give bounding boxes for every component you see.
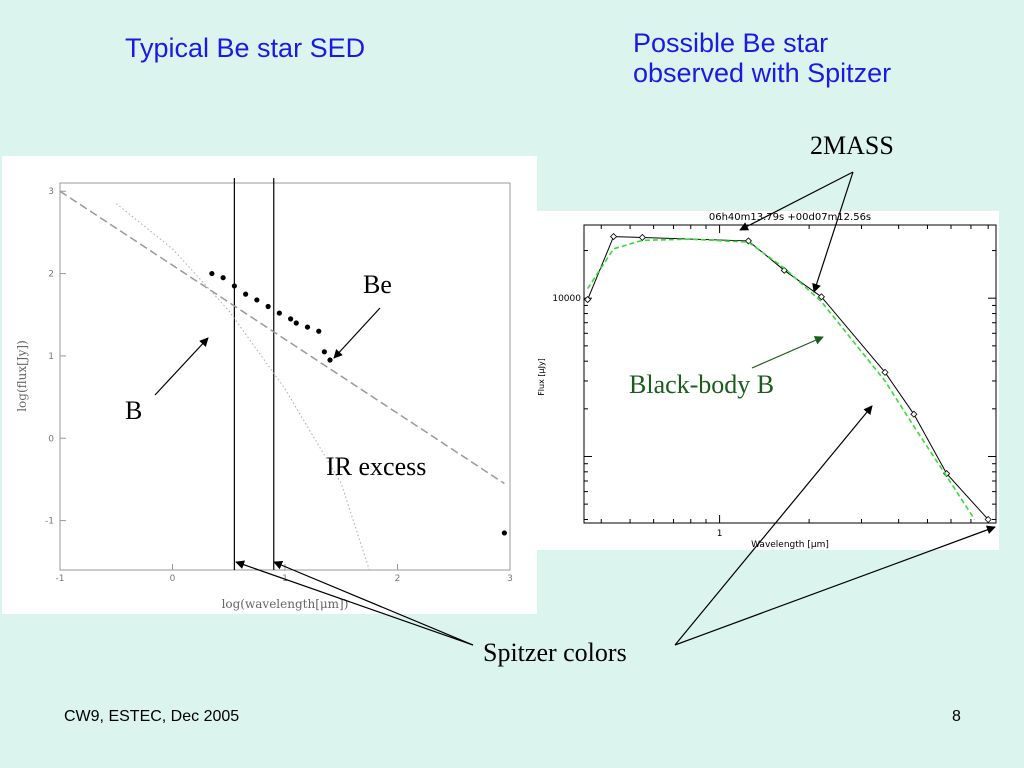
arrow-be xyxy=(333,307,381,359)
chart2-data-point xyxy=(609,233,618,241)
slide-title-right-line2: observed with Spitzer xyxy=(633,58,892,88)
chart2-ylabel: Flux [μJy] xyxy=(537,358,546,396)
chart1-ytick-label: -1 xyxy=(45,517,54,527)
chart2-title: 06h40m13.79s +00d07m12.56s xyxy=(709,212,871,223)
chart1-ytick-label: 1 xyxy=(48,352,54,362)
slide-title-right-line1: Possible Be star xyxy=(633,28,829,58)
chart2-data-point xyxy=(881,368,889,376)
chart1-background xyxy=(2,156,537,614)
chart1-data-point xyxy=(327,357,333,363)
label-b: B xyxy=(125,396,143,425)
label-black-body: Black-body B xyxy=(629,370,775,399)
chart1-ytick-label: 0 xyxy=(48,434,54,444)
chart2-data-point xyxy=(638,233,646,242)
chart2-data-point xyxy=(984,515,992,524)
typical-be-sed-chart: -101233210-1 log(wavelength[μm]) log(flu… xyxy=(2,156,537,614)
chart1-data-point xyxy=(321,349,327,355)
chart2-ytick-label: 10000 xyxy=(552,294,581,304)
chart2-xlabel: Wavelength [μm] xyxy=(751,540,829,550)
chart1-ytick-label: 2 xyxy=(48,270,54,280)
slide-title-right: Possible Be star observed with Spitzer xyxy=(633,28,891,88)
chart1-data-point xyxy=(501,530,507,536)
annotation-arrows xyxy=(154,171,996,646)
chart1-data-point xyxy=(265,303,271,310)
chart1-data-point xyxy=(316,328,322,334)
chart2-data-point xyxy=(910,410,918,418)
label-be: Be xyxy=(363,270,392,299)
chart1-data-point xyxy=(293,320,299,326)
chart2-data-point xyxy=(584,296,592,304)
chart1-data-point xyxy=(220,275,226,281)
chart2-background xyxy=(537,211,999,550)
chart1-data-point xyxy=(243,291,249,297)
chart1-data-point xyxy=(304,324,311,330)
label-2mass: 2MASS xyxy=(810,131,894,160)
footer-page-number: 8 xyxy=(952,708,961,725)
footer-left: CW9, ESTEC, Dec 2005 xyxy=(64,708,240,725)
chart1-data-point xyxy=(276,310,282,316)
chart1-xtick-label: 2 xyxy=(395,574,401,584)
arrow-2mass-1 xyxy=(739,171,854,231)
chart1-xtick-label: -1 xyxy=(56,574,65,584)
slide-title-left: Typical Be star SED xyxy=(125,33,366,63)
chart1-ytick-label: 3 xyxy=(48,187,54,197)
chart1-data-point xyxy=(288,316,294,322)
chart2-data-point xyxy=(817,293,825,301)
chart2-frame xyxy=(583,224,997,524)
chart1-data-point xyxy=(209,270,215,277)
chart1-data-point xyxy=(254,297,260,303)
chart1-data-point xyxy=(231,283,237,289)
arrow-spitzer-3 xyxy=(235,560,474,646)
arrow-spitzer-4 xyxy=(273,560,474,646)
chart2-observed-sed-line xyxy=(587,236,989,520)
chart1-xlabel: log(wavelength[μm]) xyxy=(222,597,349,611)
label-spitzer-colors: Spitzer colors xyxy=(483,638,627,667)
chart2-black-body-curve xyxy=(586,238,976,520)
chart1-be-model-line xyxy=(59,190,505,485)
arrow-spitzer-1 xyxy=(674,405,873,646)
spitzer-be-star-chart: 06h40m13.79s +00d07m12.56s 1 10000 Wavele… xyxy=(537,211,999,550)
chart1-b-model-line xyxy=(115,203,370,571)
arrow-b xyxy=(154,337,209,396)
chart1-xtick-label: 3 xyxy=(507,574,513,584)
chart2-data-point xyxy=(780,266,788,274)
label-ir-excess: IR excess xyxy=(326,452,427,481)
arrow-2mass-2 xyxy=(812,171,854,293)
arrow-black-body xyxy=(751,336,824,369)
chart1-xtick-label: 0 xyxy=(170,574,176,584)
arrow-spitzer-2 xyxy=(674,525,996,646)
chart2-xtick-label: 1 xyxy=(717,529,723,539)
chart1-ylabel: log(flux[Jy]) xyxy=(15,340,29,412)
